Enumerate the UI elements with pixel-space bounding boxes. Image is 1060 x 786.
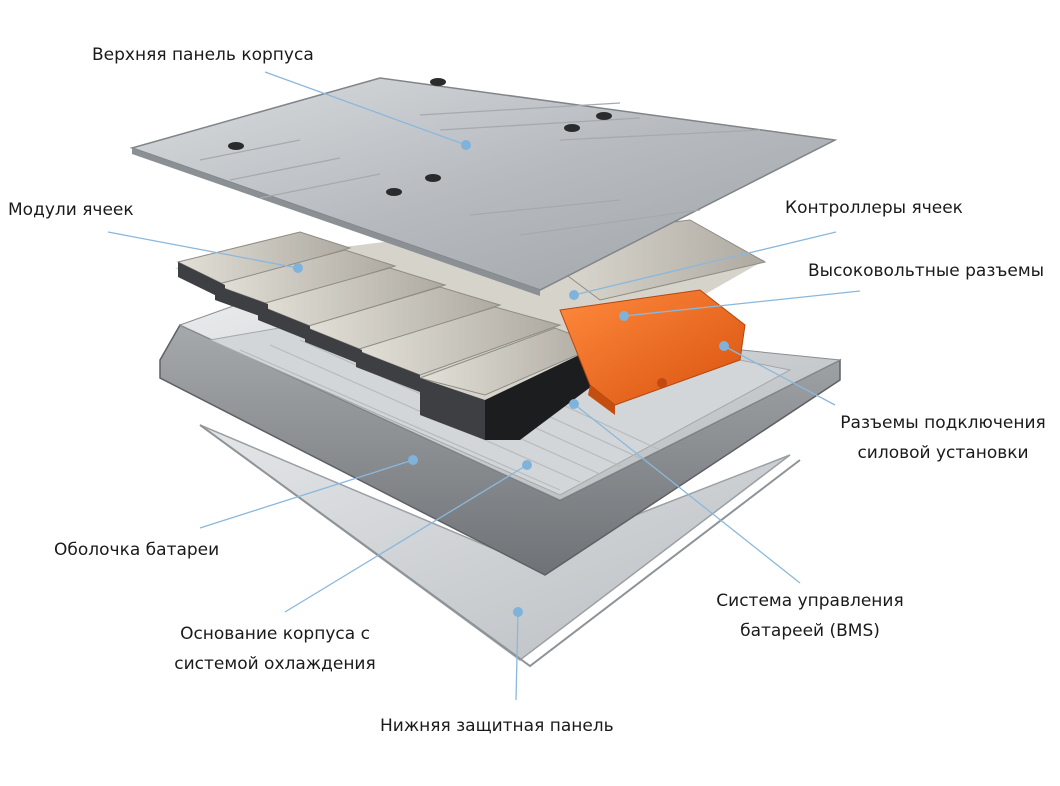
leader-powertrain-connectors [723, 345, 836, 406]
label-powertrain-line-1: Разъемы подключения [840, 413, 1046, 433]
bottom-protective-panel [199, 424, 801, 668]
cell-modules [175, 219, 767, 440]
leader-dots [293, 140, 729, 617]
leader-cell-modules [107, 231, 299, 269]
label-bms: Система управления батареей (BMS) [705, 586, 915, 646]
label-battery-shell: Оболочка батареи [54, 540, 220, 560]
hv-orange-hardware [559, 289, 746, 415]
label-bms-line-1: Система управления [716, 591, 904, 611]
leader-bms [573, 403, 801, 584]
top-housing-panel [129, 77, 838, 296]
label-powertrain-connectors: Разъемы подключения силовой установки [828, 408, 1058, 468]
leader-top-panel [264, 71, 467, 146]
label-bottom-panel: Нижняя защитная панель [380, 716, 614, 736]
label-housing-line-2: системой охлаждения [174, 654, 376, 674]
leader-cell-controllers [573, 231, 837, 296]
leader-housing-base [284, 464, 528, 613]
leader-battery-shell [199, 459, 414, 529]
label-housing-base: Основание корпуса с системой охлаждения [165, 619, 385, 679]
label-cell-controllers: Контроллеры ячеек [785, 198, 963, 218]
label-bms-line-2: батареей (BMS) [740, 621, 880, 641]
label-powertrain-line-2: силовой установки [857, 443, 1029, 463]
leader-hv-connectors [623, 290, 861, 317]
label-cell-modules: Модули ячеек [8, 200, 134, 220]
label-hv-connectors: Высоковольтные разъемы [808, 261, 1045, 281]
leader-bottom-panel [515, 611, 519, 701]
label-top-panel: Верхняя панель корпуса [92, 45, 314, 65]
leader-lines [107, 71, 861, 701]
label-housing-line-1: Основание корпуса с [180, 624, 370, 644]
